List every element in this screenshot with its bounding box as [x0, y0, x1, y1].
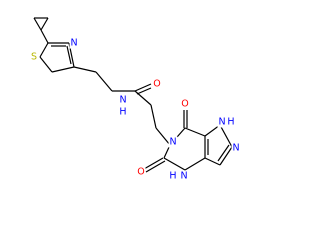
atom-label-background	[168, 170, 178, 182]
bond	[150, 104, 157, 129]
bond	[184, 157, 206, 171]
bond	[39, 56, 53, 73]
atom-label-thiazole-n: N	[70, 38, 77, 49]
atom-label-background	[136, 166, 146, 178]
bond	[136, 87, 152, 95]
atom-label-o6: O	[181, 99, 188, 110]
bond	[204, 157, 221, 166]
atom-label-background	[168, 136, 178, 148]
bond	[143, 157, 164, 170]
atom-label-h7: H	[227, 117, 234, 128]
bond	[163, 157, 186, 171]
atom-label-n1: N	[169, 137, 176, 148]
bond	[33, 17, 42, 31]
atom-label-o2: O	[137, 167, 144, 178]
bond	[134, 83, 152, 92]
atom-label-background	[69, 37, 79, 49]
atom-label-n3: N	[180, 171, 187, 182]
atom-label-amide-n: N	[119, 95, 126, 106]
bond-layer	[33, 17, 233, 173]
bond	[40, 17, 49, 31]
bond	[39, 42, 49, 58]
atom-label-background	[226, 116, 236, 128]
atom-label-background	[29, 51, 39, 63]
bond	[73, 66, 97, 73]
bond	[219, 124, 233, 148]
atom-label-background	[152, 78, 162, 90]
atom-label-ring-s: S	[31, 52, 37, 63]
atom-label-background	[118, 106, 128, 118]
atom-label-background	[180, 98, 190, 110]
atom-label-background	[179, 170, 189, 182]
bond	[145, 160, 166, 173]
atom-label-amide-o: O	[153, 79, 160, 90]
bond	[40, 29, 49, 44]
bond	[134, 90, 152, 106]
atom-label-n7: N	[218, 117, 225, 128]
bond	[184, 127, 206, 137]
atom-label-h3: H	[169, 171, 176, 182]
bond	[217, 144, 230, 162]
atom-label-background	[231, 142, 241, 154]
bond	[155, 127, 171, 146]
bond	[66, 45, 72, 65]
bond	[219, 146, 233, 166]
atom-label-n9: N	[232, 143, 239, 154]
atom-label-background	[217, 116, 227, 128]
bond	[95, 71, 113, 92]
atom-label-h-amide: H	[119, 107, 126, 118]
atom-label-background	[118, 94, 128, 106]
bond	[51, 66, 75, 73]
